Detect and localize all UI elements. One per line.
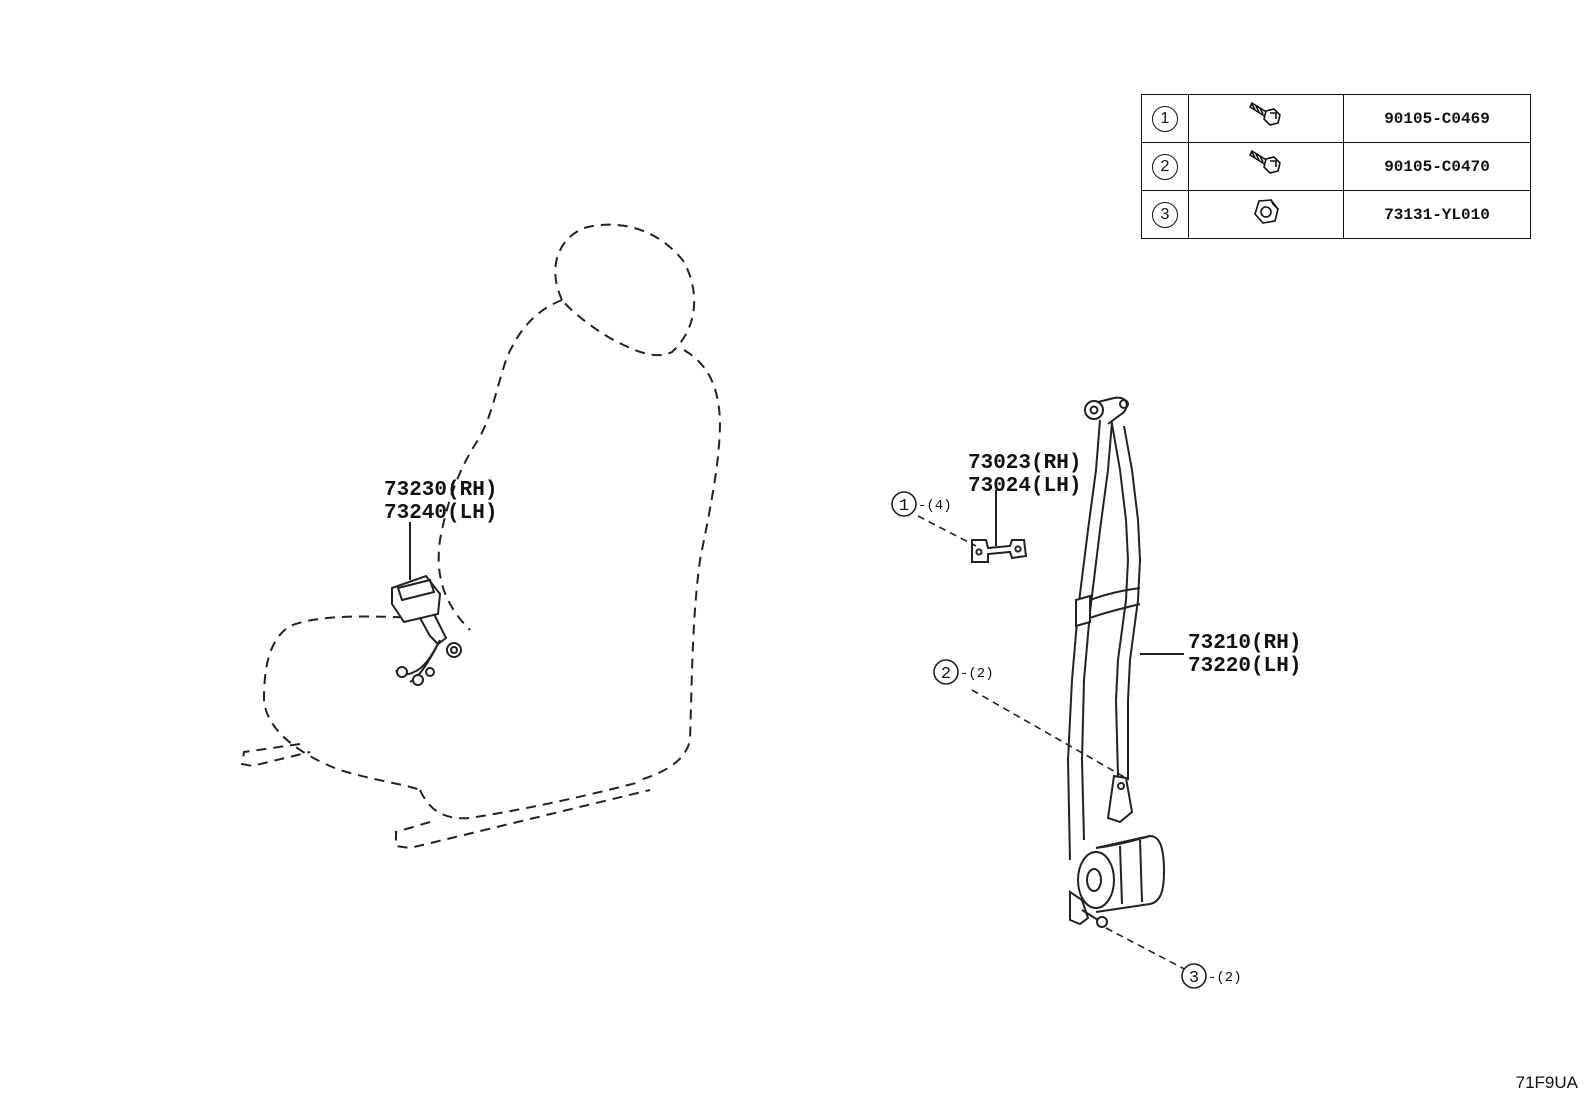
ref-marker-2: 2 -(2)	[933, 659, 994, 685]
ref-1-qty: -(4)	[918, 498, 952, 514]
retractor-label-lh: 73220(LH)	[1188, 655, 1301, 678]
ref-3-leader	[1105, 927, 1191, 973]
retractor-spool	[1077, 851, 1115, 909]
seat-backrest-rear	[639, 349, 722, 781]
buckle-strap	[419, 613, 448, 646]
seat-cushion-front	[419, 781, 641, 820]
ref-1-leader	[917, 515, 977, 547]
hex-bolt-icon	[1248, 149, 1281, 174]
legend-number: 1	[1152, 105, 1178, 132]
seat-rail-left	[240, 743, 311, 768]
buckle-part-label-rh: 73230(RH)	[384, 479, 497, 502]
seat-rail-right	[395, 789, 651, 850]
ref-marker-3: 3 -(2)	[1181, 963, 1242, 989]
legend-part-number: 90105-C0469	[1343, 94, 1531, 143]
retractor-belt	[1066, 396, 1166, 928]
buckle-bolt	[446, 642, 462, 658]
seat-headrest	[554, 223, 696, 357]
diagram-code: 71F9UA	[1515, 1073, 1578, 1092]
legend-part-number: 73131-YL010	[1343, 190, 1531, 239]
ref-2-number: 2	[941, 665, 951, 684]
legend-row: 3 73131-YL010	[1141, 190, 1531, 239]
ref-1-number: 1	[899, 497, 909, 516]
legend-number: 3	[1152, 201, 1178, 228]
anchor-plate-label-lh: 73024(LH)	[968, 475, 1081, 498]
ref-marker-1: 1 -(4)	[891, 491, 952, 517]
hex-nut-icon	[1254, 199, 1279, 224]
legend-row: 1 90105-C0469	[1141, 94, 1531, 143]
retractor-bracket	[1106, 774, 1134, 824]
ref-3-number: 3	[1189, 969, 1199, 988]
webbing-right	[1111, 423, 1130, 777]
retractor-housing	[1095, 834, 1166, 913]
belt-guide	[1075, 594, 1091, 628]
legend-number: 2	[1152, 153, 1178, 180]
ref-2-leader	[971, 689, 1127, 779]
legend-part-number: 90105-C0470	[1343, 142, 1531, 191]
seat-belt-buckle	[391, 574, 462, 686]
ref-3-qty: -(2)	[1208, 970, 1242, 986]
seat-cushion	[262, 615, 421, 791]
seat-backrest	[437, 299, 563, 631]
seat-outline	[240, 223, 722, 850]
retractor-label-rh: 73210(RH)	[1188, 632, 1301, 655]
anchor-plate	[971, 539, 1028, 563]
hex-bolt-icon	[1248, 101, 1281, 126]
ref-2-qty: -(2)	[960, 666, 994, 682]
fastener-legend-table: 1 90105-C0469 2	[1141, 94, 1531, 239]
legend-row: 2 90105-C0470	[1141, 142, 1531, 191]
anchor-plate-label-rh: 73023(RH)	[968, 452, 1081, 475]
upper-anchor	[1084, 400, 1104, 420]
lower-anchor	[1069, 890, 1090, 926]
buckle-part-label-lh: 73240(LH)	[384, 502, 497, 525]
